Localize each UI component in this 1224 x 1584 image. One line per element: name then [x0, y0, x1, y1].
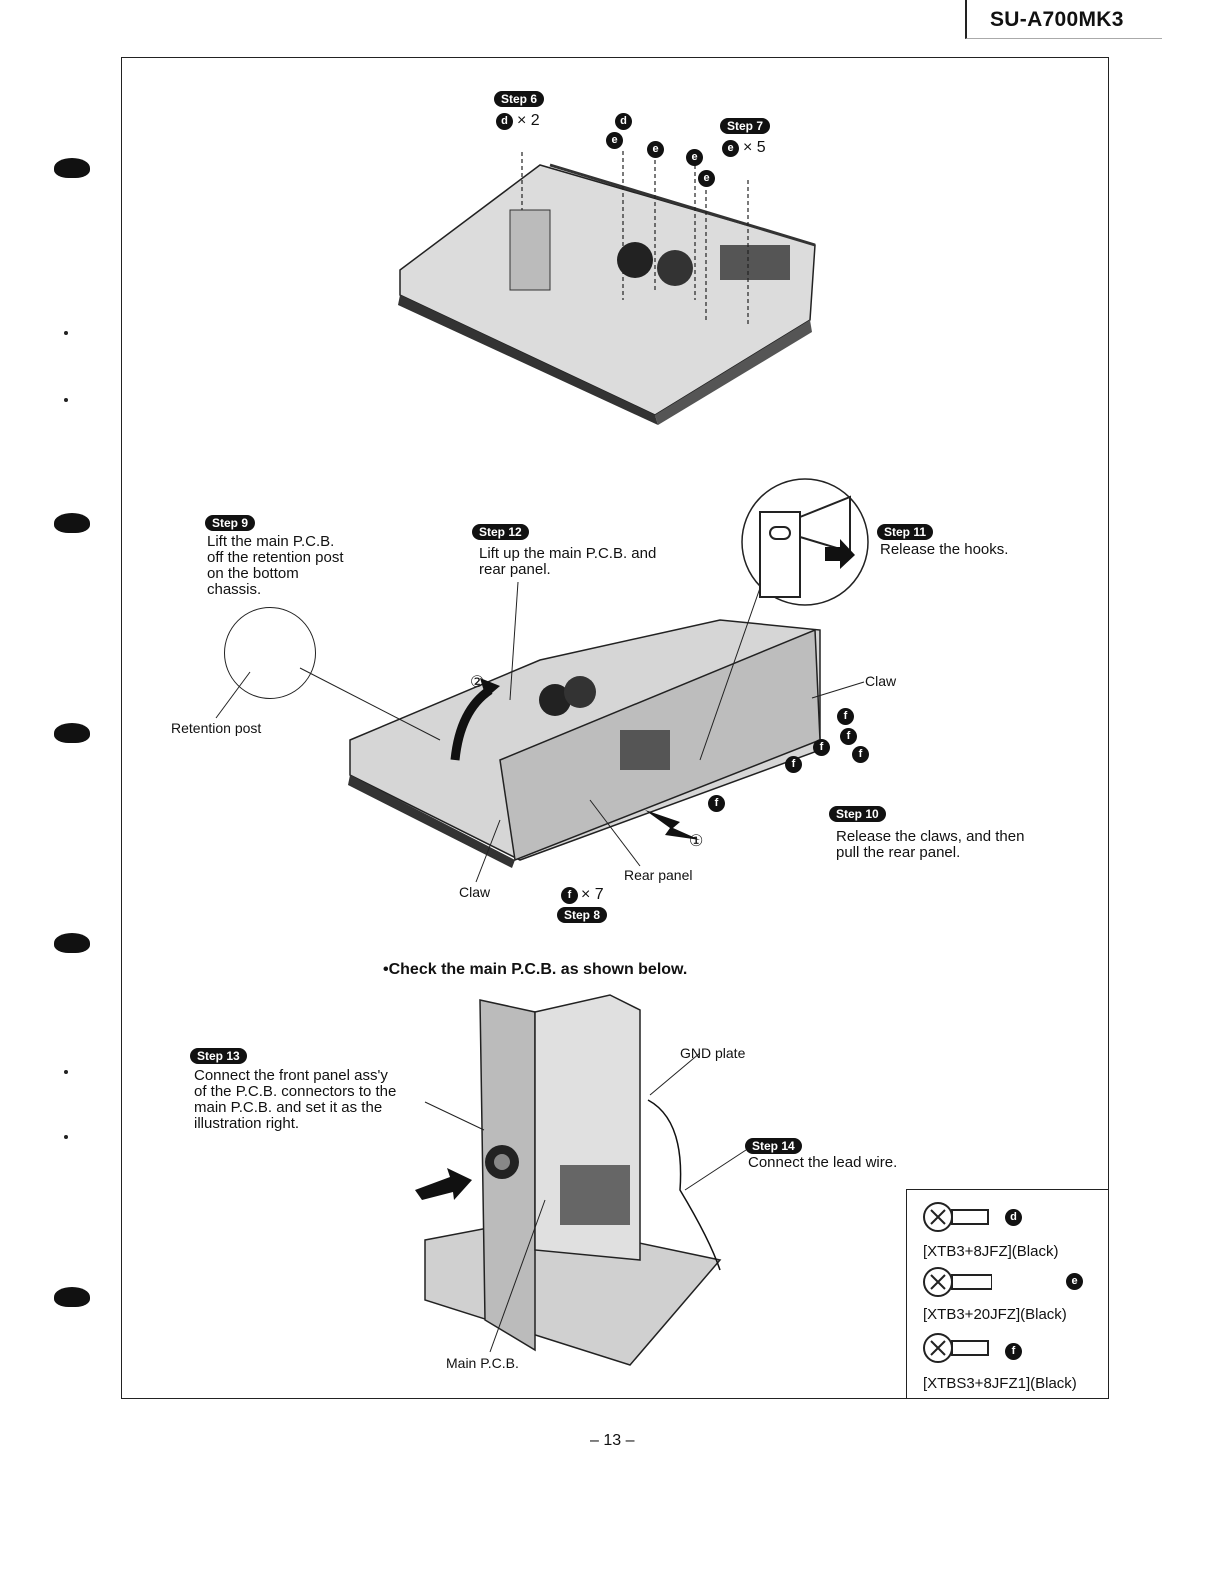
step11-badge: Step 11: [877, 524, 934, 540]
step12-badge: Step 12: [472, 524, 529, 540]
punch-dot: [64, 1135, 68, 1139]
screw-marker-f: f: [708, 795, 725, 812]
screw-e-icon: [923, 1267, 992, 1297]
claw-label: Claw: [865, 673, 897, 689]
screw-marker-e: e: [647, 141, 664, 158]
rear-panel-label: Rear panel: [624, 867, 693, 883]
retention-post-zoom: [224, 607, 316, 699]
screw-marker-f: f: [1005, 1343, 1022, 1360]
step13-text: Connect the front panel ass'y of the P.C…: [194, 1067, 397, 1132]
circled-number: ②: [470, 674, 485, 691]
binder-hole: [54, 933, 90, 953]
circled-number: ①: [689, 833, 704, 850]
step6-count: × 2: [517, 112, 540, 129]
step9-text: Lift the main P.C.B. off the retention p…: [207, 533, 344, 598]
punch-dot: [64, 331, 68, 335]
binder-hole: [54, 1287, 90, 1307]
screw-marker-f: f: [813, 739, 830, 756]
step14-text: Connect the lead wire.: [748, 1154, 898, 1171]
screw-marker-f: f: [840, 728, 857, 745]
claw-label: Claw: [459, 884, 491, 900]
model-header-box: [965, 0, 1162, 39]
step10-badge: Step 10: [829, 806, 886, 822]
screw-icons: [923, 1202, 992, 1363]
check-note: •Check the main P.C.B. as shown below.: [383, 961, 688, 978]
binder-hole: [54, 158, 90, 178]
screw-marker-e: e: [686, 149, 703, 166]
chassis-top-illustration: [398, 150, 816, 425]
screw-marker-e: e: [722, 140, 739, 157]
screw-marker-e: e: [1066, 1273, 1083, 1290]
legend-part-f: [XTBS3+8JFZ1](Black): [923, 1375, 1077, 1392]
punch-dot: [64, 1070, 68, 1074]
screw-marker-e: e: [698, 170, 715, 187]
main-pcb-label: Main P.C.B.: [446, 1355, 519, 1371]
screw-d-icon: [923, 1202, 989, 1232]
main-pcb-check-illustration: [415, 994, 722, 1366]
screw-marker-f: f: [837, 708, 854, 725]
screw-marker-d: d: [1005, 1209, 1022, 1226]
step12-text: Lift up the main P.C.B. and rear panel.: [479, 545, 657, 578]
screw-marker-f: f: [852, 746, 869, 763]
hook-zoom-illustration: [741, 478, 869, 606]
step13-badge: Step 13: [190, 1048, 247, 1064]
model-title: SU-A700MK3: [990, 8, 1124, 31]
screw-f-icon: [923, 1333, 989, 1363]
page-number: – 13 –: [590, 1432, 635, 1449]
step11-text: Release the hooks.: [880, 541, 1009, 558]
screw-marker-d: d: [615, 113, 632, 130]
step7-badge: Step 7: [720, 118, 771, 134]
punch-dot: [64, 398, 68, 402]
legend-part-e: [XTB3+20JFZ](Black): [923, 1306, 1067, 1323]
legend-part-d: [XTB3+8JFZ](Black): [923, 1243, 1059, 1260]
binder-hole: [54, 723, 90, 743]
step8-count: × 7: [581, 886, 604, 903]
retention-post-label: Retention post: [171, 720, 262, 736]
screw-marker-d: d: [496, 113, 513, 130]
step10-text: Release the claws, and then pull the rea…: [836, 828, 1025, 861]
step14-badge: Step 14: [745, 1138, 802, 1154]
gnd-plate-label: GND plate: [680, 1045, 746, 1061]
binder-hole: [54, 513, 90, 533]
step7-count: × 5: [743, 139, 766, 156]
step9-badge: Step 9: [205, 515, 256, 531]
screw-marker-f: f: [561, 887, 578, 904]
screw-marker-e: e: [606, 132, 623, 149]
rear-panel-illustration: [348, 619, 821, 868]
step8-badge: Step 8: [557, 907, 608, 923]
diagram-frame: [121, 57, 1109, 1399]
screw-marker-f: f: [785, 756, 802, 773]
step6-badge: Step 6: [494, 91, 545, 107]
